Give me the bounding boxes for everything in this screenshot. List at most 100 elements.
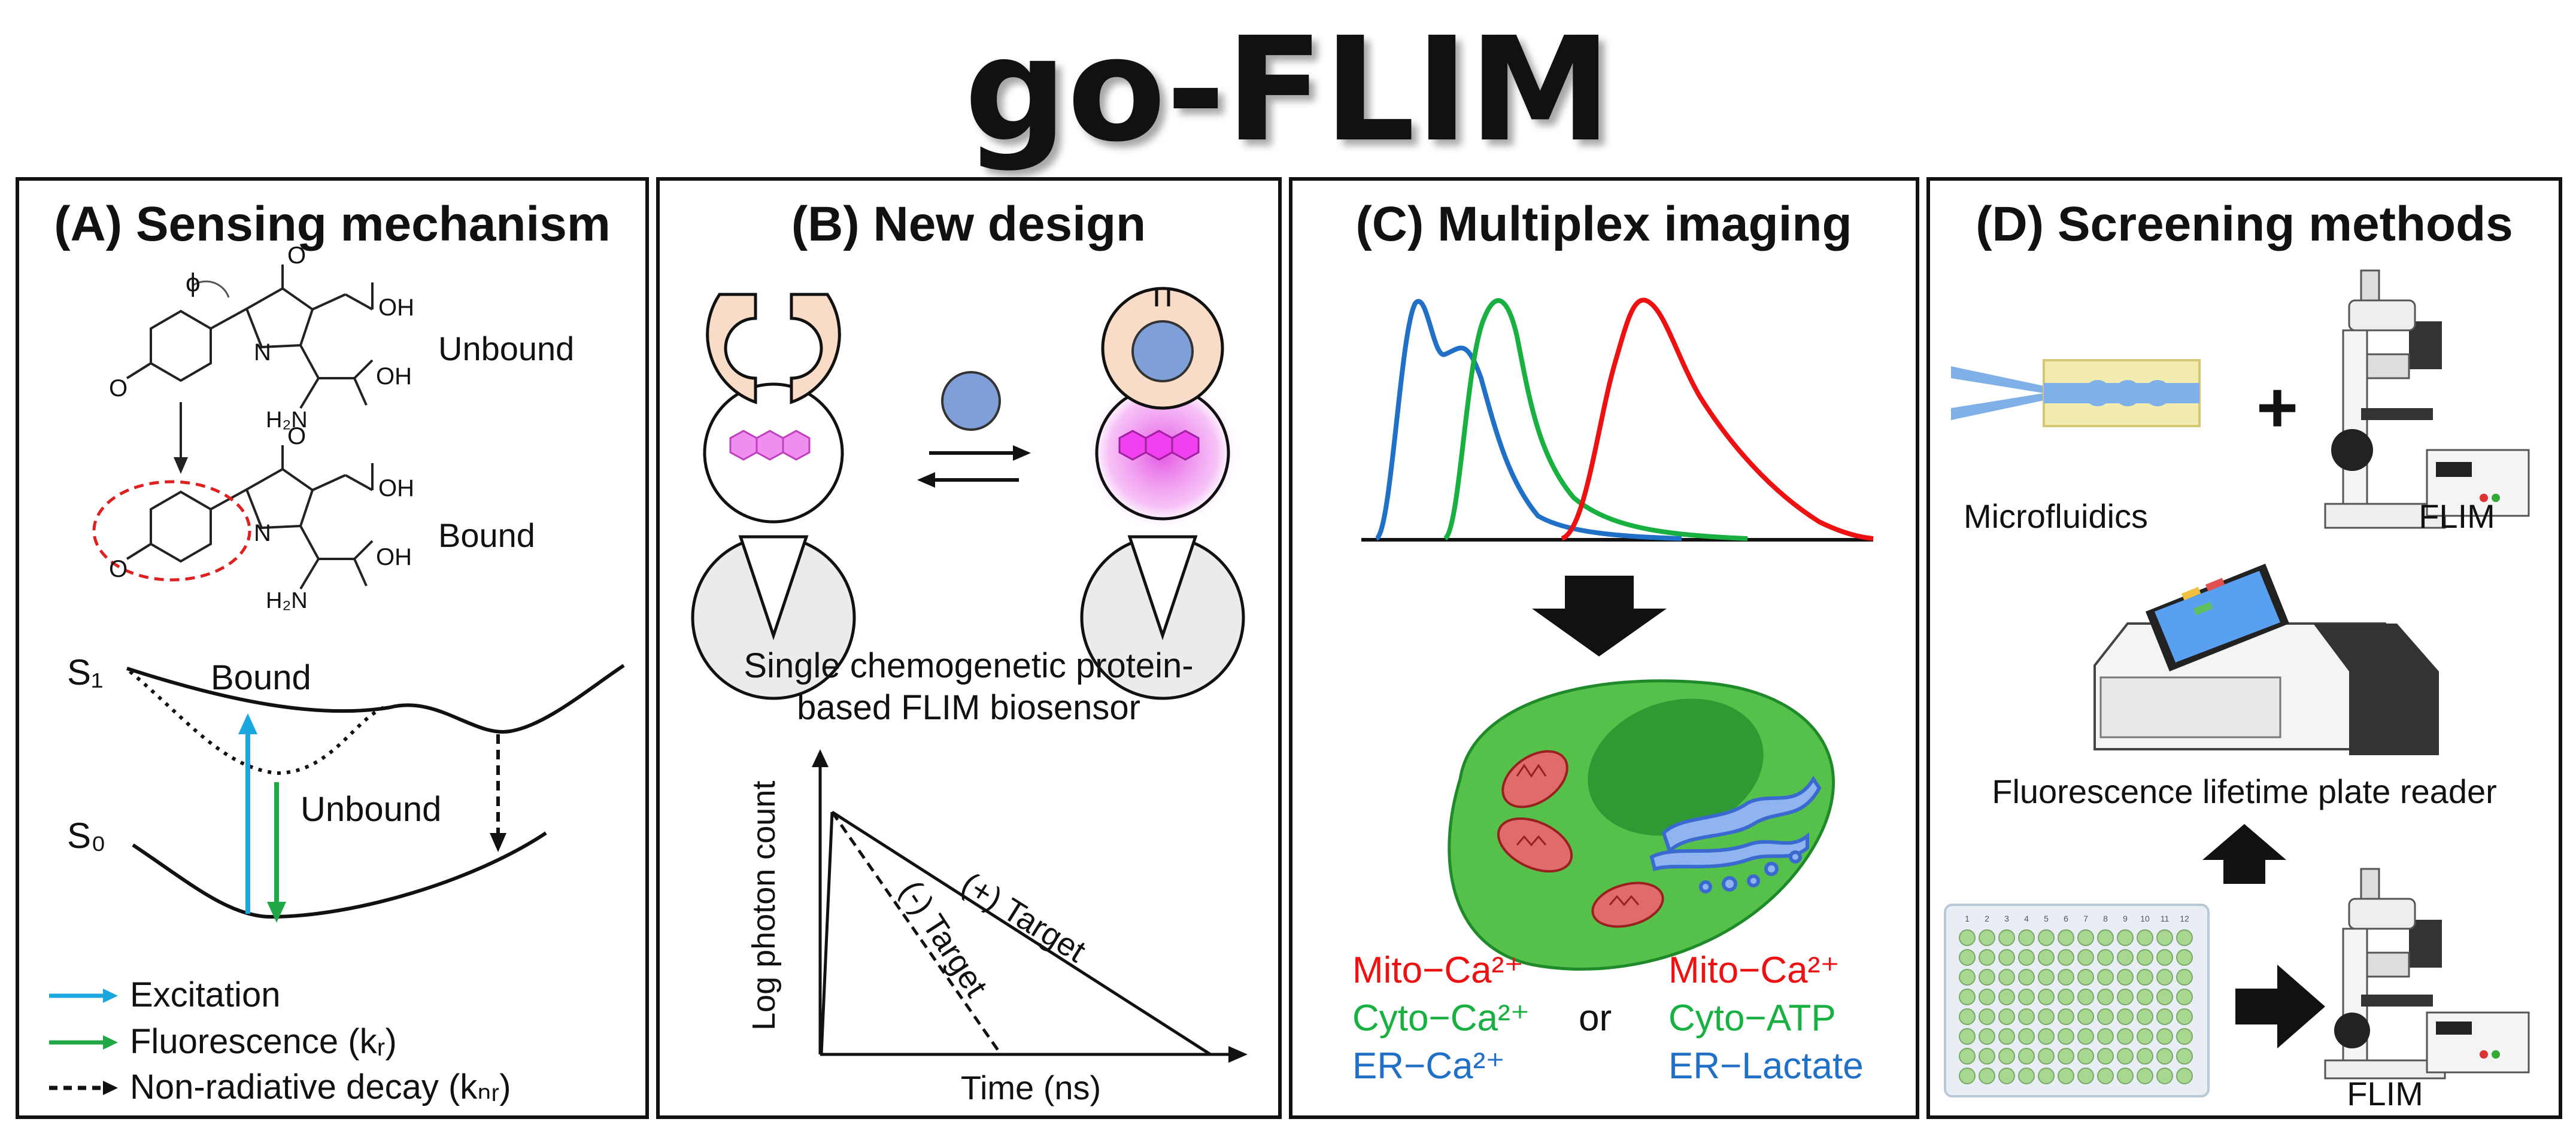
plate-well <box>2117 989 2134 1005</box>
acid-oh-label: OH <box>378 294 414 321</box>
plate-well <box>2077 969 2094 986</box>
plate-reader <box>2093 564 2439 755</box>
plate-well <box>1979 949 1995 966</box>
panel-c-heading: (C) Multiplex imaging <box>1355 197 1852 251</box>
plate-well <box>1979 1028 1995 1045</box>
plate-well <box>2058 1028 2074 1045</box>
plate-well <box>2176 1048 2193 1065</box>
imidazolone-n-label-2: N <box>254 520 271 546</box>
plate-well <box>1979 929 1995 946</box>
plate-well <box>2097 1048 2114 1065</box>
right-list-mito: Mito−Ca²⁺ <box>1668 950 1840 991</box>
panel-a-heading: (A) Sensing mechanism <box>54 197 611 251</box>
plate-well <box>2018 949 2035 966</box>
plate-well <box>1998 1048 2015 1065</box>
mitochondria <box>1497 750 1664 928</box>
plate-well <box>2038 989 2055 1005</box>
multiplex-imaging-diagram: (C) Multiplex imaging Mito−Ca²⁺ Cyto−Ca²… <box>1352 197 1874 1087</box>
plate-well <box>1959 929 1976 946</box>
amine-label: H₂N <box>266 408 308 433</box>
plate-well <box>1998 1028 2015 1045</box>
left-list-mito: Mito−Ca²⁺ <box>1352 950 1524 991</box>
plate-well <box>2077 1048 2094 1065</box>
plate-column-number: 12 <box>2180 914 2189 923</box>
plate-well <box>2038 1048 2055 1065</box>
panel-multiplex-imaging: (C) Multiplex imaging Mito−Ca²⁺ Cyto−Ca²… <box>1289 177 1919 1119</box>
decay-rise-line <box>820 811 834 1055</box>
phi-label: ϕ <box>186 268 201 297</box>
bound-label: Bound <box>438 516 535 554</box>
bound-molecule <box>126 445 374 590</box>
plate-well <box>2176 969 2193 986</box>
or-label: or <box>1579 998 1612 1039</box>
plate-well <box>1959 1068 1976 1084</box>
plate-column-number: 6 <box>2064 914 2068 923</box>
plate-well <box>2156 1068 2173 1084</box>
phenolate-highlight-ring <box>92 480 251 582</box>
plate-well <box>2137 989 2153 1005</box>
plate-column-number: 9 <box>2123 914 2128 923</box>
plate-well <box>2097 1068 2114 1084</box>
plate-well <box>2077 1068 2094 1084</box>
plate-well <box>2018 1048 2035 1065</box>
left-list-cyto: Cyto−Ca²⁺ <box>1352 998 1530 1039</box>
unbound-label: Unbound <box>438 330 574 367</box>
acid-oh-label-2: OH <box>378 475 414 501</box>
sensor-open <box>691 293 856 700</box>
plate-well <box>2058 1048 2074 1065</box>
green-spectrum <box>1443 298 1748 541</box>
plate-well <box>2038 929 2055 946</box>
panel-b-heading: (B) New design <box>791 197 1146 251</box>
plate-well <box>2117 949 2134 966</box>
plate-well <box>2156 949 2173 966</box>
plate-well <box>1979 1048 1995 1065</box>
plate-well <box>2097 929 2114 946</box>
plate-well <box>2097 989 2114 1005</box>
plate-well <box>2156 929 2173 946</box>
plate-column-number: 10 <box>2140 914 2150 923</box>
plate-well <box>2097 1028 2114 1045</box>
plus-target-label: (+) Target <box>955 865 1092 969</box>
plate-well <box>2038 949 2055 966</box>
page-title: go-FLIM <box>964 6 1612 174</box>
plate-well <box>1998 969 2015 986</box>
bound-s1-curve <box>126 664 625 734</box>
plate-well <box>2176 1028 2193 1045</box>
plate-well <box>2018 1028 2035 1045</box>
plate-well <box>2077 949 2094 966</box>
panel-d-heading: (D) Screening methods <box>1976 197 2513 251</box>
plate-well <box>1998 1068 2015 1084</box>
plate-well <box>1959 1048 1976 1065</box>
plate-well <box>2038 1008 2055 1025</box>
plate-well <box>2156 1008 2173 1025</box>
legend-nonrad-label: Non-radiative decay (kₙᵣ) <box>130 1068 511 1106</box>
caption-line-2: based FLIM biosensor <box>797 688 1140 727</box>
plate-well <box>2137 949 2153 966</box>
right-list-er: ER−Lactate <box>1668 1045 1864 1087</box>
plate-well <box>1998 1008 2015 1025</box>
legend-fluorescence-head <box>103 1035 118 1050</box>
plate-well <box>1998 929 2015 946</box>
plate-well <box>1959 969 1976 986</box>
plate-well <box>2176 1068 2193 1084</box>
legend-excitation-label: Excitation <box>130 975 280 1014</box>
plate-well <box>2018 929 2035 946</box>
decay-ylabel: Log photon count <box>746 781 782 1030</box>
plate-column-number: 3 <box>2004 914 2009 923</box>
plate-column-number: 7 <box>2083 914 2088 923</box>
plate-well <box>2156 969 2173 986</box>
plate-well <box>2117 1028 2134 1045</box>
fluorescence-arrow-head <box>267 902 286 923</box>
excitation-arrow-head <box>238 713 257 734</box>
unbound-molecule <box>126 264 374 409</box>
decay-plot <box>812 749 1248 1063</box>
plate-well <box>2137 929 2153 946</box>
panel-screening-methods: (D) Screening methods Microfluidics + FL… <box>1926 177 2562 1119</box>
phenolate-o-label: O <box>109 375 128 402</box>
panel-new-design: (B) New design Single chemogenetic <box>656 177 1282 1119</box>
plate-well <box>2058 1008 2074 1025</box>
plate-column-number: 1 <box>1965 914 1970 923</box>
plate-well <box>2018 989 2035 1005</box>
plate-well <box>2038 1068 2055 1084</box>
legend-fluorescence-label: Fluorescence (kᵣ) <box>130 1022 397 1061</box>
